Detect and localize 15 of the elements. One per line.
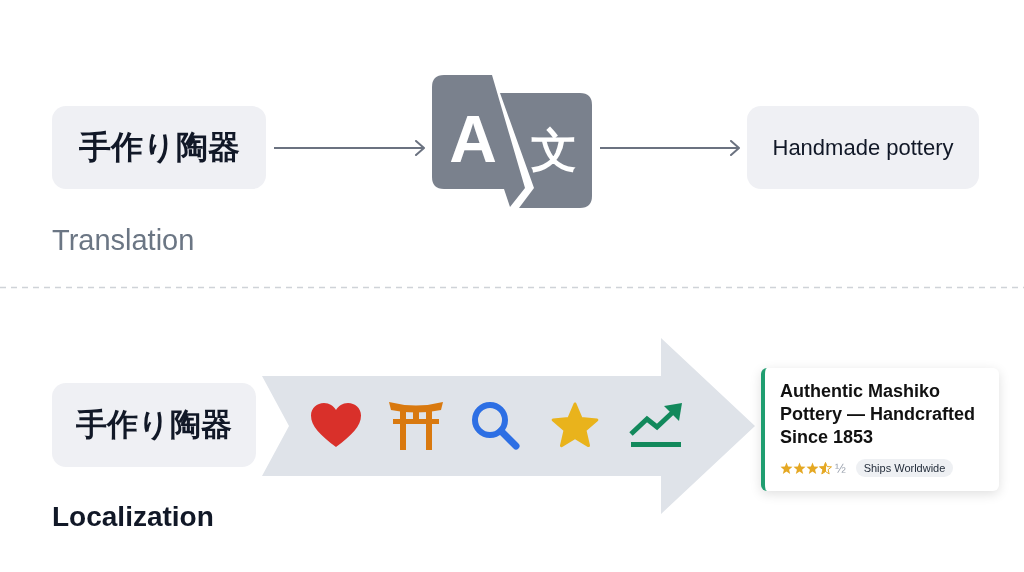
translate-symbol bbox=[432, 75, 592, 208]
section-label: Translation bbox=[52, 223, 195, 257]
tag-pill: Ships Worldwide bbox=[856, 459, 953, 477]
text-box: 手作り陶器 bbox=[52, 106, 266, 189]
card-title: Authentic Mashiko Pottery — Handcrafted Since 1853 bbox=[780, 380, 977, 449]
block-arrow bbox=[262, 338, 755, 514]
rating-fraction: ½ bbox=[835, 460, 846, 478]
arrow bbox=[273, 140, 425, 156]
arrow bbox=[599, 140, 740, 156]
symbol-letter: 文 bbox=[530, 124, 578, 176]
listing-card bbox=[761, 368, 999, 491]
symbol-letter: A bbox=[448, 101, 498, 177]
text-box: Handmade pottery bbox=[747, 106, 979, 189]
section-heading: Localization bbox=[52, 500, 214, 534]
text-box: 手作り陶器 bbox=[52, 383, 256, 467]
